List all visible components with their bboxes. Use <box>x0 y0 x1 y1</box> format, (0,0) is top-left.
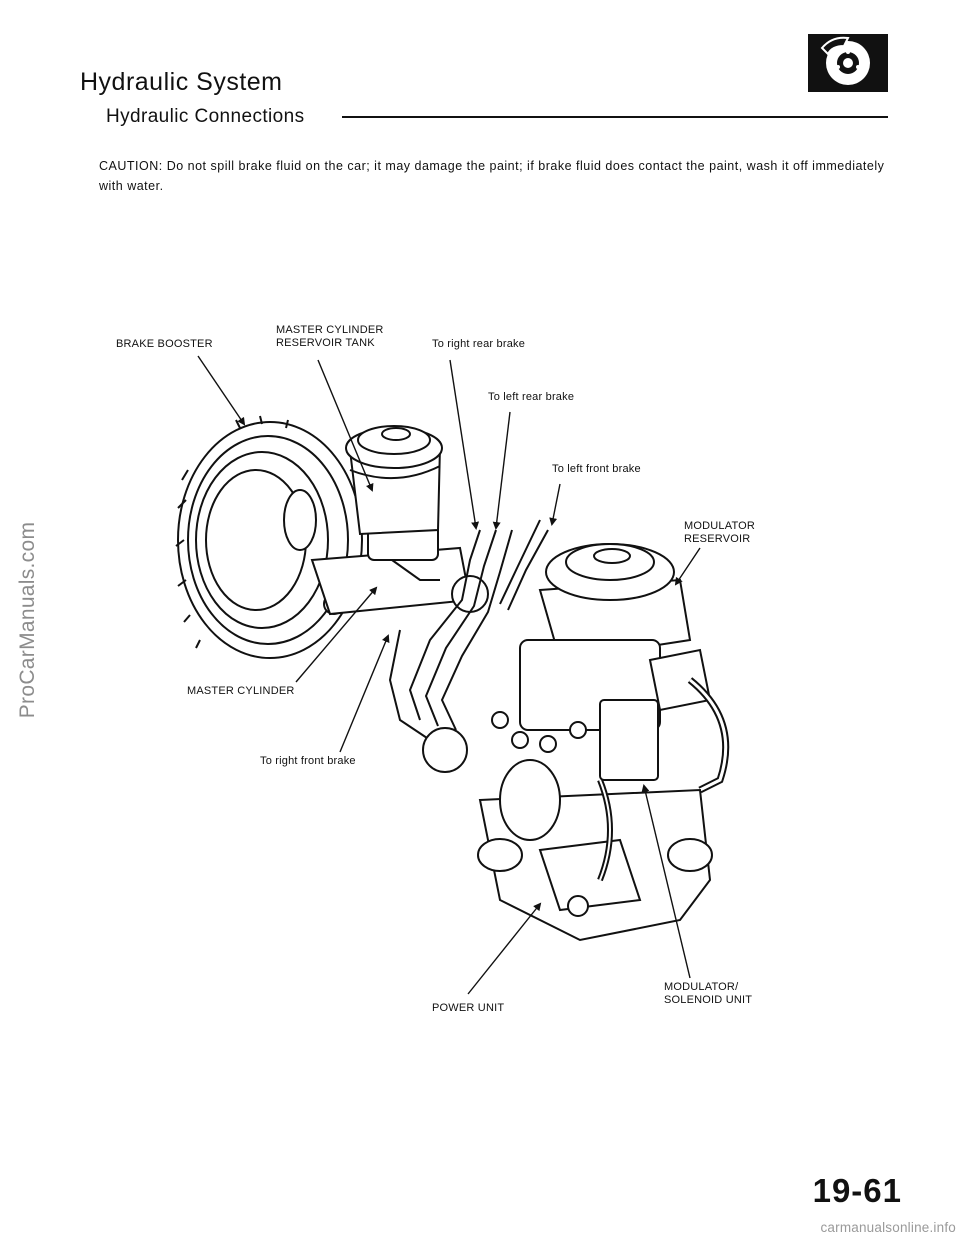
power-unit-drawing <box>422 727 713 942</box>
label-to-right-rear-brake: To right rear brake <box>432 338 526 350</box>
brake-lines-drawing <box>388 519 549 741</box>
brake-booster-drawing <box>175 415 363 659</box>
label-modulator-solenoid-unit: MODULATOR/ SOLENOID UNIT <box>664 981 752 1007</box>
master-cylinder-drawing <box>310 425 489 616</box>
label-power-unit: POWER UNIT <box>432 1002 505 1014</box>
label-line: MODULATOR <box>684 520 756 532</box>
page-title: Hydraulic System <box>80 68 283 96</box>
label-master-cylinder: MASTER CYLINDER <box>187 685 295 697</box>
label-line: MASTER CYLINDER <box>276 324 384 336</box>
label-line: RESERVOIR <box>684 533 751 545</box>
label-to-left-rear-brake: To left rear brake <box>488 391 575 403</box>
label-brake-booster: BRAKE BOOSTER <box>116 338 213 350</box>
caution-note: CAUTION: Do not spill brake fluid on the… <box>99 159 885 193</box>
label-line: SOLENOID UNIT <box>664 994 753 1006</box>
label-line: MODULATOR/ <box>664 981 739 993</box>
label-to-left-front-brake: To left front brake <box>552 463 641 475</box>
disc-brake-icon <box>808 34 888 92</box>
section-subtitle: Hydraulic Connections <box>106 106 305 127</box>
modulator-unit-drawing <box>491 543 730 794</box>
bottom-watermark: carmanualsonline.info <box>820 1220 956 1235</box>
label-to-right-front-brake: To right front brake <box>260 755 356 767</box>
side-watermark: ProCarManuals.com <box>16 521 39 719</box>
leader-lines <box>197 355 701 995</box>
label-master-cylinder-reservoir: MASTER CYLINDER RESERVOIR TANK <box>276 324 384 350</box>
header-rule <box>342 116 888 118</box>
label-modulator-reservoir: MODULATOR RESERVOIR <box>684 520 755 546</box>
page-number: 19-61 <box>812 1172 902 1209</box>
label-line: RESERVOIR TANK <box>276 337 375 349</box>
